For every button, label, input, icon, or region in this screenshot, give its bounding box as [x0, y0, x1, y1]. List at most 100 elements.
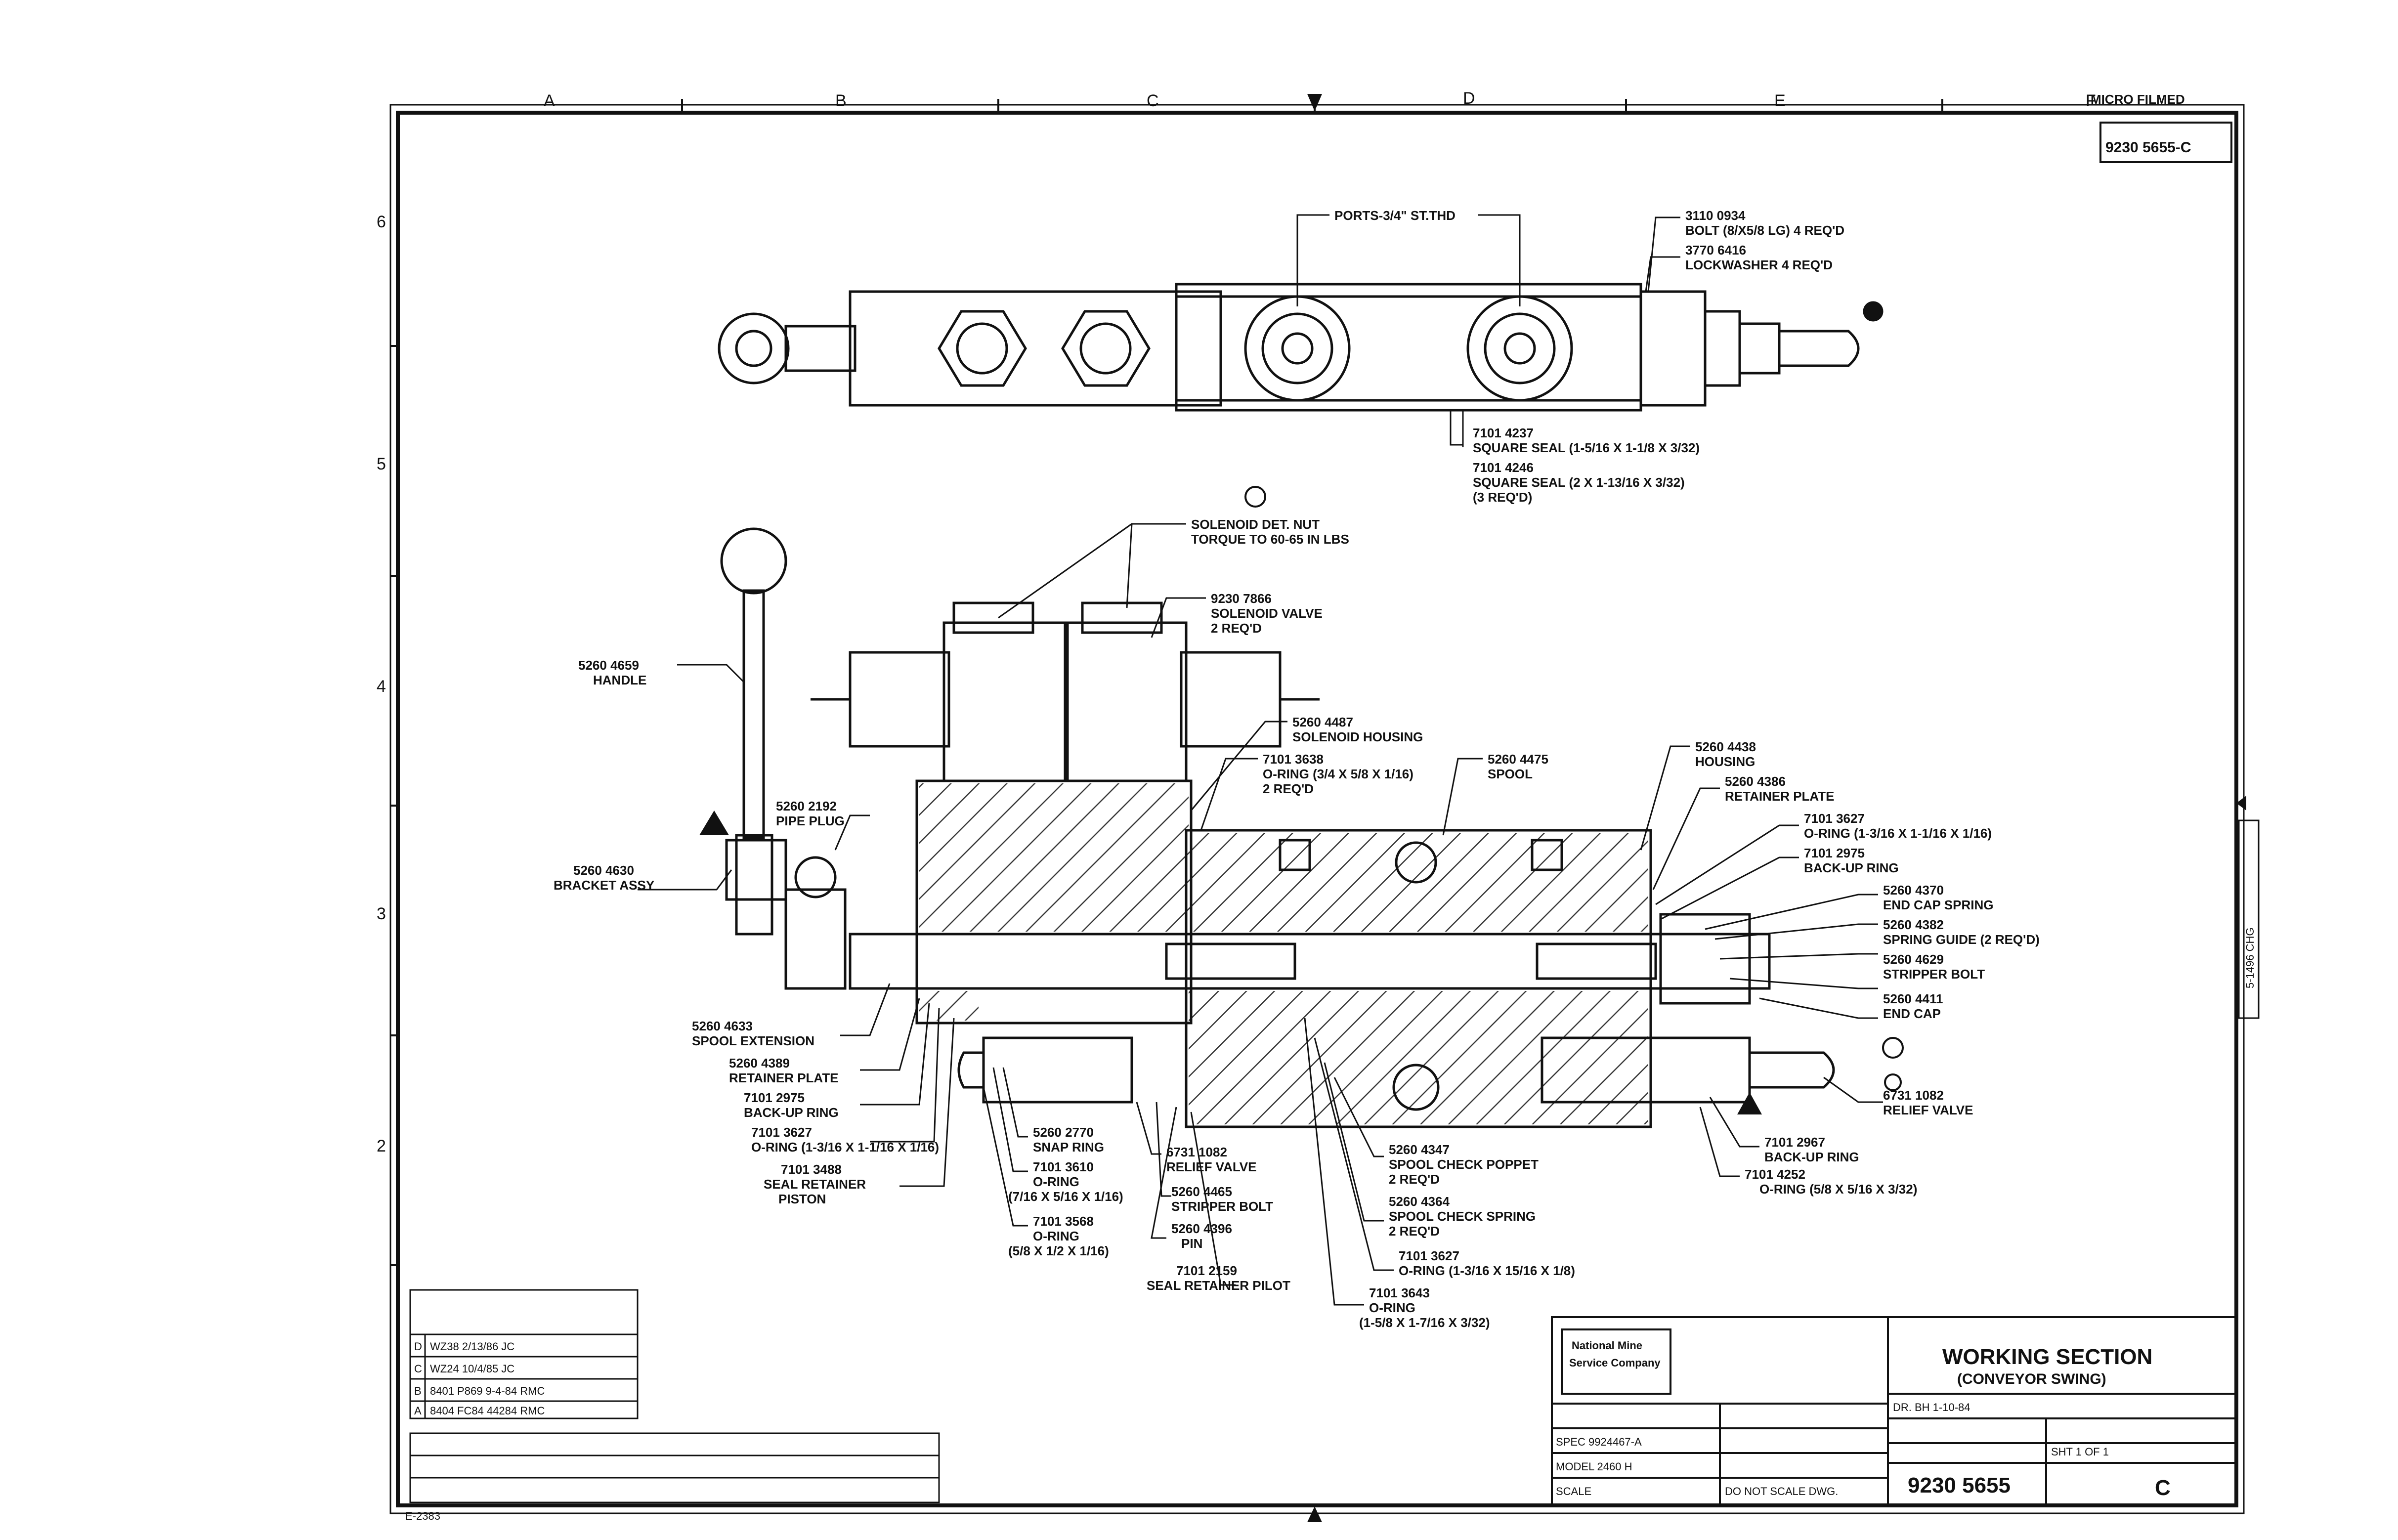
section-hatching: [919, 783, 1648, 1124]
label-sol-housing: 5260 4487: [1292, 715, 1353, 729]
circled-mark-2: [1882, 1037, 1904, 1059]
rev-text-c: WZ24 10/4/85 JC: [430, 1363, 514, 1375]
top-center-arrow: [1307, 94, 1322, 111]
label-oring6-desc: O-RING (1-3/16 X 15/16 X 1/8): [1399, 1263, 1575, 1278]
label-oring1-desc: O-RING (3/4 X 5/8 X 1/16): [1263, 767, 1413, 781]
label-snap: 5260 2770: [1033, 1125, 1094, 1140]
label-seal-ret-desc: SEAL RETAINER: [764, 1177, 866, 1192]
label-housing-desc: HOUSING: [1695, 754, 1755, 769]
zone-col-c: C: [1147, 91, 1159, 110]
label-relief2: 6731 1082: [1166, 1145, 1227, 1159]
label-oring4-size: (7/16 X 5/16 X 1/16): [1008, 1189, 1123, 1204]
label-stripper-bolt: 5260 4629: [1883, 952, 1944, 967]
side-stamp-box: [2238, 819, 2260, 1019]
label-ret-plate2: 5260 4389: [729, 1056, 790, 1070]
label-sol-valve-qty: 2 REQ'D: [1211, 621, 1262, 636]
label-oring3-desc: O-RING (1-3/16 X 1-1/16 X 1/16): [751, 1140, 939, 1155]
zone-row-6: 6: [377, 213, 386, 231]
label-stripper2-desc: STRIPPER BOLT: [1171, 1199, 1273, 1214]
label-relief2-desc: RELIEF VALVE: [1166, 1159, 1257, 1174]
drawing-title: WORKING SECTION: [1942, 1345, 2152, 1369]
drawing-subtitle: (CONVEYOR SWING): [1957, 1371, 2106, 1387]
label-sq-seal1: 7101 4237: [1473, 426, 1534, 440]
circled-mark-1: [1244, 486, 1266, 508]
label-end-cap-spring-desc: END CAP SPRING: [1883, 898, 1993, 912]
bottom-center-arrow: [1307, 1506, 1322, 1522]
label-relief-desc: RELIEF VALVE: [1883, 1103, 1973, 1117]
label-seal-pilot: 7101 2159: [1176, 1263, 1237, 1278]
label-lockwasher: 3770 6416: [1685, 243, 1746, 257]
label-oring7-desc: O-RING: [1369, 1300, 1415, 1315]
label-end-cap-desc: END CAP: [1883, 1006, 1941, 1021]
model-number: MODEL 2460 H: [1556, 1460, 1632, 1473]
title-block: [1551, 1316, 2237, 1506]
rev-text-d: WZ38 2/13/86 JC: [430, 1340, 514, 1353]
drawing-rev: C: [2155, 1476, 2171, 1500]
label-backup: 7101 2975: [1804, 846, 1865, 860]
zone-row-3: 3: [377, 904, 386, 923]
rev-text-b: 8401 P869 9-4-84 RMC: [430, 1385, 545, 1397]
label-ports: PORTS-3/4" ST.THD: [1334, 208, 1456, 223]
right-arrow: [2236, 796, 2246, 811]
corner-title: 9230 5655-C: [2105, 139, 2191, 156]
label-end-cap-spring: 5260 4370: [1883, 883, 1944, 898]
section-labels: SOLENOID DET. NUT TORQUE TO 60-65 IN LBS…: [554, 517, 2040, 1330]
section-leaders: [638, 523, 1883, 1306]
zone-row-4: 4: [377, 677, 386, 696]
label-spool-ext: 5260 4633: [692, 1019, 753, 1033]
zone-col-b: B: [835, 91, 847, 110]
label-backup3-desc: BACK-UP RING: [1764, 1150, 1859, 1164]
label-oring7: 7101 3643: [1369, 1285, 1430, 1300]
zone-col-e: E: [1774, 91, 1786, 110]
top-view-leaders: [1296, 214, 1680, 447]
rev-letter-d: D: [414, 1340, 422, 1353]
zone-row-5: 5: [377, 455, 386, 473]
label-housing: 5260 4438: [1695, 739, 1756, 754]
label-check-spring-desc: SPOOL CHECK SPRING: [1389, 1209, 1536, 1224]
label-oring4: 7101 3610: [1033, 1159, 1094, 1174]
label-pipe-plug-desc: PIPE PLUG: [776, 813, 845, 828]
label-spool: 5260 4475: [1488, 752, 1548, 767]
label-bolt: 3110 0934: [1685, 208, 1746, 223]
label-sq-seal2-desc: SQUARE SEAL (2 X 1-13/16 X 3/32): [1473, 475, 1685, 490]
label-backup2: 7101 2975: [744, 1090, 805, 1105]
label-backup2-desc: BACK-UP RING: [744, 1105, 839, 1120]
corner-title-box: [2099, 122, 2232, 163]
label-check-spring: 5260 4364: [1389, 1194, 1450, 1209]
outer-frame: [389, 104, 2245, 1514]
warning-triangle-1: [699, 811, 729, 835]
top-view-assembly: [718, 283, 1884, 412]
drawn-by: DR. BH 1-10-84: [1893, 1401, 1970, 1413]
section-view-assembly: [720, 527, 1835, 1128]
label-end-cap: 5260 4411: [1883, 991, 1943, 1006]
label-oring8: 7101 4252: [1745, 1167, 1805, 1182]
label-oring7-size: (1-5/8 X 1-7/16 X 3/32): [1359, 1315, 1490, 1330]
title-block-text: National Mine Service Company WORKING SE…: [1556, 1339, 2171, 1500]
label-bracket: 5260 4630: [573, 863, 634, 878]
revision-rows: D WZ38 2/13/86 JC C WZ24 10/4/85 JC B 84…: [414, 1340, 545, 1417]
circled-mark-3: [1884, 1073, 1902, 1091]
company-name: National Mine: [1572, 1339, 1642, 1352]
label-seal-ret: 7101 3488: [781, 1162, 842, 1177]
label-sol-nut: SOLENOID DET. NUT: [1191, 517, 1320, 532]
label-backup-desc: BACK-UP RING: [1804, 860, 1899, 875]
zone-col-f: F: [2086, 91, 2096, 110]
label-oring2: 7101 3627: [1804, 811, 1865, 826]
label-pin: 5260 4396: [1171, 1221, 1232, 1236]
rev-letter-c: C: [414, 1363, 422, 1375]
revision-block: [409, 1289, 940, 1503]
label-ret-plate: 5260 4386: [1725, 774, 1786, 789]
label-spring-guide-desc: SPRING GUIDE (2 REQ'D): [1883, 932, 2040, 947]
label-pipe-plug: 5260 2192: [776, 799, 837, 813]
label-sq-seal2-qty: (3 REQ'D): [1473, 490, 1532, 505]
label-oring5: 7101 3568: [1033, 1214, 1094, 1229]
label-spring-guide: 5260 4382: [1883, 917, 1944, 932]
side-stamp: 5-1496 CHG: [2244, 927, 2256, 988]
rev-text-a: 8404 FC84 44284 RMC: [430, 1405, 545, 1417]
label-oring3: 7101 3627: [751, 1125, 812, 1140]
scale-note: DO NOT SCALE DWG.: [1725, 1485, 1838, 1497]
label-oring8-desc: O-RING (5/8 X 5/16 X 3/32): [1759, 1182, 1917, 1197]
label-oring6: 7101 3627: [1399, 1248, 1459, 1263]
label-oring5-desc: O-RING: [1033, 1229, 1079, 1243]
